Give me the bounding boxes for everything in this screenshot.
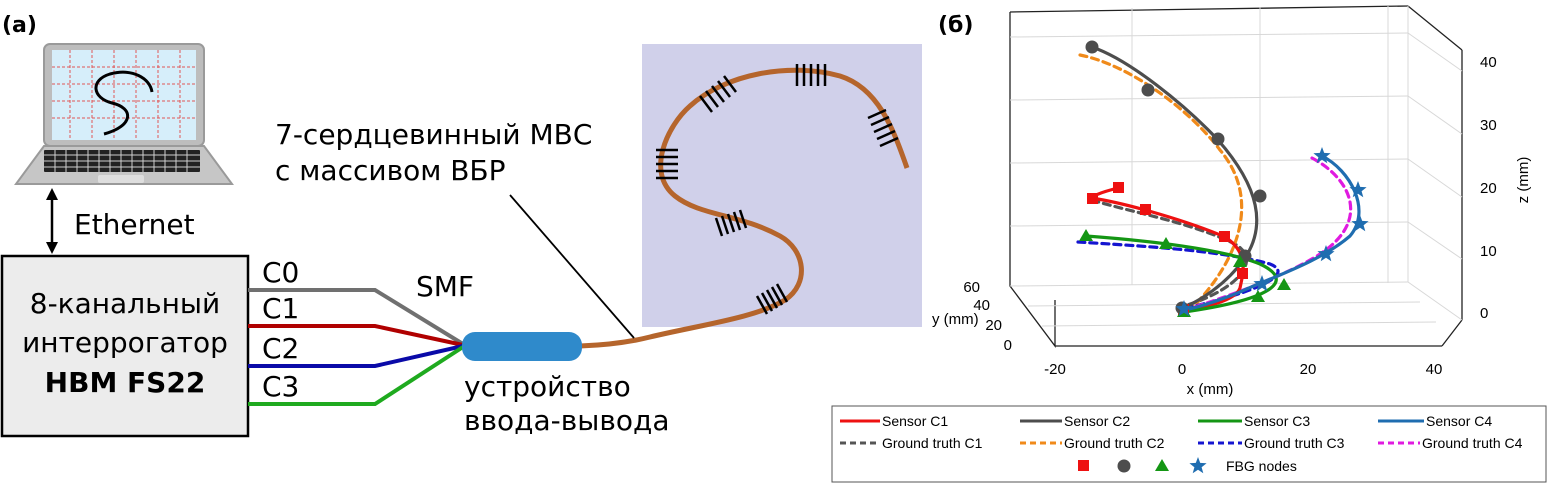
fiber-leader-line [509, 194, 635, 339]
fbg-node-c2 [1141, 83, 1155, 97]
smf-label: SMF [416, 270, 474, 303]
interrogator-line2: интеррогатор [22, 326, 228, 359]
legend-truth-c3: Ground truth C3 [1244, 435, 1345, 451]
legend-star-shape [1189, 457, 1207, 474]
ethernet-link-arrow [46, 188, 58, 254]
z-axis-label: z (mm) [1515, 157, 1532, 204]
fbg-node-c4 [1253, 275, 1271, 292]
legend-sensor-c3: Sensor C3 [1244, 413, 1310, 429]
x-axis-ticks: -20 0 20 40 [1044, 361, 1442, 378]
fbg-node-c4 [1349, 181, 1367, 198]
sensor-c3-curve [1084, 234, 1278, 314]
fbg-array [656, 64, 899, 315]
fbg-node-c4 [1175, 300, 1193, 317]
fiber-shape-panel [642, 44, 922, 327]
fbg-node-c2 [1211, 132, 1225, 146]
fbg-node-c3 [1233, 255, 1247, 267]
fbg-node-c1 [1087, 193, 1098, 204]
y-tick: 20 [985, 317, 1002, 334]
x-tick: 40 [1426, 361, 1443, 378]
fanout-device [462, 332, 582, 361]
legend-marker-star [1189, 457, 1207, 474]
legend-sensor-c1: Sensor C1 [882, 413, 948, 429]
sensor-c2-curve [1090, 45, 1259, 311]
z-axis-ticks: 0 10 20 30 40 [1480, 54, 1497, 322]
fbg-node-c3 [1159, 237, 1173, 249]
legend-truth-c1: Ground truth C1 [882, 435, 983, 451]
legend-truth-c4: Ground truth C4 [1422, 435, 1523, 451]
legend-marker-circle [1117, 459, 1131, 473]
ground-truth-c2-curve [1078, 53, 1244, 312]
fanout-label-line1: устройство [464, 370, 631, 403]
channel-c3-line [248, 345, 465, 406]
interrogator-model: HBM FS22 [45, 366, 206, 399]
z-tick: 40 [1480, 54, 1497, 71]
legend-marker-triangle [1155, 459, 1169, 471]
channel-c2-label: C2 [262, 332, 299, 365]
nodes-c3 [1079, 229, 1291, 317]
x-tick: 0 [1178, 361, 1186, 378]
channel-c3-label: C3 [262, 370, 299, 403]
legend-sensor-c4: Sensor C4 [1426, 413, 1492, 429]
fbg-node-c4 [1313, 147, 1331, 164]
legend-truth-c2: Ground truth C2 [1064, 435, 1165, 451]
y-axis-label: y (mm) [932, 311, 979, 328]
fbg-node-c3 [1251, 290, 1265, 302]
channel-c2-line [248, 344, 464, 368]
z-tick: 20 [1480, 180, 1497, 197]
fbg-node-c1 [1113, 182, 1124, 193]
channel-c0-line [248, 288, 465, 346]
laptop-icon [14, 43, 234, 185]
y-tick: 40 [973, 297, 990, 314]
channel-c1-line [248, 324, 464, 347]
nodes-c4 [1175, 147, 1369, 317]
fiber-label-line1: 7-сердцевинный МВС [275, 118, 592, 151]
fbg-node-c1 [1237, 268, 1248, 279]
fbg-node-c1 [1140, 204, 1151, 215]
channel-c0-label: C0 [262, 256, 299, 289]
fbg-node-c2 [1085, 40, 1099, 54]
legend-box [831, 405, 1547, 483]
fiber-label-line2: с массивом ВБР [275, 154, 506, 187]
channel-c1-label: C1 [262, 292, 299, 325]
legend-sensor-c2: Sensor C2 [1064, 413, 1130, 429]
interrogator-box [0, 254, 250, 438]
ethernet-label: Ethernet [74, 208, 195, 241]
fanout-label-line2: ввода-вывода [464, 404, 670, 437]
fbg-node-c4 [1317, 245, 1335, 262]
x-axis-label: x (mm) [1187, 381, 1234, 398]
fbg-node-c3 [1079, 229, 1093, 241]
y-tick: 60 [963, 279, 980, 296]
fbg-node-c3 [1277, 278, 1291, 290]
panel-b-label: (б) [938, 13, 973, 38]
legend-marker-square [1078, 460, 1089, 471]
z-tick: 30 [1480, 117, 1497, 134]
plot-3d-box [1009, 5, 1463, 348]
z-tick: 0 [1480, 305, 1488, 322]
fbg-node-c4 [1351, 215, 1369, 232]
interrogator-line1: 8-канальный [30, 287, 220, 320]
z-tick: 10 [1480, 243, 1497, 260]
x-tick: -20 [1044, 361, 1066, 378]
fbg-node-c2 [1253, 189, 1267, 203]
panel-a-label: (а) [2, 13, 37, 38]
fbg-node-c1 [1219, 231, 1230, 242]
multicore-fiber [579, 67, 910, 349]
y-axis-ticks: 0 20 40 60 [963, 279, 1012, 354]
x-tick: 20 [1300, 361, 1317, 378]
legend: Sensor C1 Sensor C2 Sensor C3 Sensor C4 … [840, 413, 1523, 474]
y-tick: 0 [1004, 337, 1012, 354]
legend-fbg-nodes: FBG nodes [1226, 458, 1297, 474]
